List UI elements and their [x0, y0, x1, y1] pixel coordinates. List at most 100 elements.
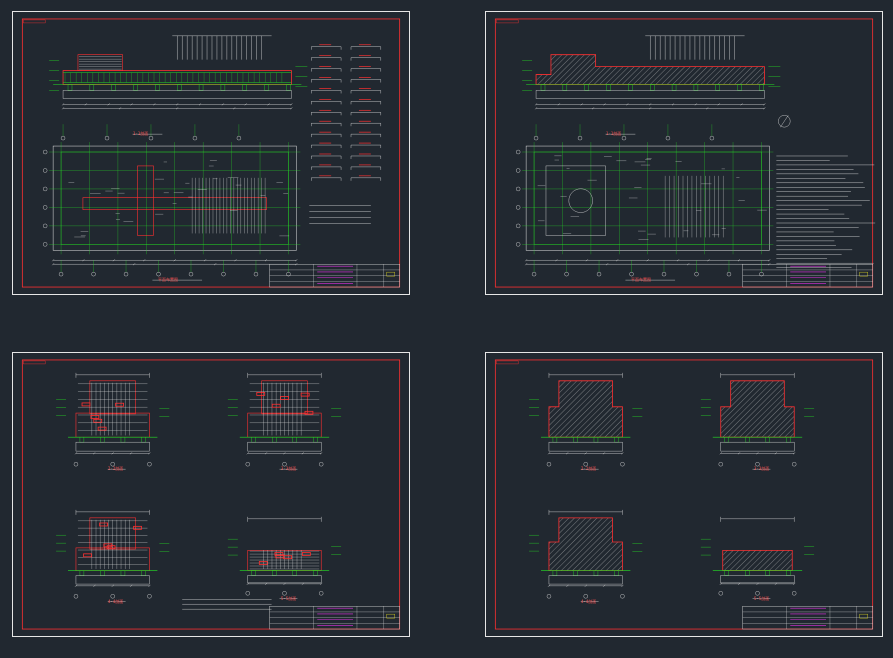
axis-bubble — [236, 135, 242, 141]
section-label-5-5: 5-5剖面 — [754, 596, 770, 601]
foundation — [62, 90, 292, 99]
axis-bubble — [533, 135, 539, 141]
axis-bubble — [515, 168, 521, 173]
axis-bubble — [123, 271, 129, 277]
dimension-tick — [763, 103, 766, 106]
rebar-mark — [256, 391, 266, 396]
dimension-tick — [283, 452, 286, 455]
section-hatched — [548, 380, 623, 438]
dimension-tick — [130, 103, 133, 106]
dimension-tick — [649, 103, 652, 106]
title-logo — [859, 613, 868, 619]
dimension-tick — [264, 452, 268, 455]
axis-bubble — [60, 135, 66, 141]
dimension-tick — [295, 259, 298, 262]
dimension-tick — [51, 263, 55, 266]
dimension-tick — [111, 584, 114, 587]
section-label-1-1: 1-1剖面 — [606, 131, 622, 136]
pile — [133, 84, 138, 91]
pile — [264, 84, 269, 91]
pile — [100, 437, 105, 443]
axis-bubble — [147, 594, 152, 599]
pile — [79, 570, 85, 576]
pile — [552, 437, 558, 443]
dimension-tick — [602, 452, 606, 455]
drawing-sheet-top-right[interactable]: 1-1剖面平面布置图 — [485, 11, 883, 295]
beam-red — [82, 197, 267, 210]
foundation — [247, 575, 322, 584]
column-red — [137, 165, 154, 236]
pile — [671, 84, 677, 91]
section-hatched — [720, 380, 795, 438]
pile — [724, 570, 729, 576]
dimension-tick — [603, 103, 606, 106]
axis-bubble — [694, 271, 699, 277]
axis-bubble — [42, 149, 48, 155]
axis-bubble — [564, 271, 569, 277]
sheet-tag — [23, 19, 46, 24]
axis-bubble — [577, 135, 583, 141]
dimension-tick — [173, 259, 176, 262]
rebar-mark — [304, 410, 314, 415]
plan-circle — [568, 188, 593, 213]
rebar-mark — [106, 545, 116, 550]
dimension-tick — [547, 452, 551, 455]
dimension-tick — [264, 582, 268, 586]
section-label-plan: 平面布置图 — [631, 277, 651, 282]
pile — [251, 570, 256, 576]
axis-bubble — [661, 271, 667, 277]
dimension-tick — [719, 582, 722, 586]
axis-bubble — [104, 135, 110, 141]
axis-bubble — [147, 462, 152, 467]
pile — [573, 570, 578, 576]
axis-bubble — [156, 271, 161, 277]
pile — [100, 570, 105, 576]
axis-bubble — [583, 462, 588, 467]
drawing-sheet-top-left[interactable]: 1-1剖面平面布置图 — [12, 11, 410, 295]
dimension-tick — [320, 582, 323, 586]
sheet-3-drawing — [21, 359, 401, 630]
pile — [693, 84, 699, 91]
axis-bubble — [709, 135, 715, 141]
pile — [745, 437, 750, 443]
axis-bubble — [596, 271, 602, 277]
dimension-tick — [290, 103, 293, 106]
dimension-tick — [246, 582, 249, 586]
axis-bubble — [245, 591, 250, 596]
dimension-tick — [111, 452, 114, 455]
north-arrow-needle — [780, 115, 789, 128]
axis-bubble — [665, 135, 671, 141]
axis-bubble — [620, 462, 625, 467]
section-hatched — [548, 517, 623, 572]
dimension-tick — [176, 103, 179, 106]
pile — [593, 570, 599, 576]
dimension-tick — [246, 452, 249, 455]
rebar-mark — [133, 525, 142, 530]
dimension-tick — [61, 103, 65, 106]
dimension-tick — [198, 103, 202, 106]
axis-bubble — [620, 594, 625, 599]
section-label-4-4: 4-4剖面 — [581, 599, 597, 604]
dimension-tick — [756, 452, 759, 455]
pile — [584, 84, 589, 91]
dimension-tick — [301, 582, 304, 586]
rebar-mark — [302, 552, 311, 556]
axis-bubble — [515, 205, 521, 210]
axis-bubble — [515, 242, 521, 247]
dimension-tick — [774, 452, 777, 455]
north-arrow — [778, 115, 791, 128]
dimension-tick — [555, 259, 558, 262]
pile — [272, 570, 277, 576]
axis-bubble — [73, 594, 79, 599]
dimension-tick — [290, 107, 293, 110]
section-label-5-5: 5-5剖面 — [281, 596, 297, 601]
dimension-tick — [677, 259, 680, 262]
pile — [765, 570, 770, 576]
dimension-tick — [793, 452, 796, 455]
axis-bubble — [42, 186, 48, 192]
axis-bubble — [546, 594, 552, 599]
axis-bubble — [755, 462, 760, 467]
pile — [628, 84, 633, 91]
